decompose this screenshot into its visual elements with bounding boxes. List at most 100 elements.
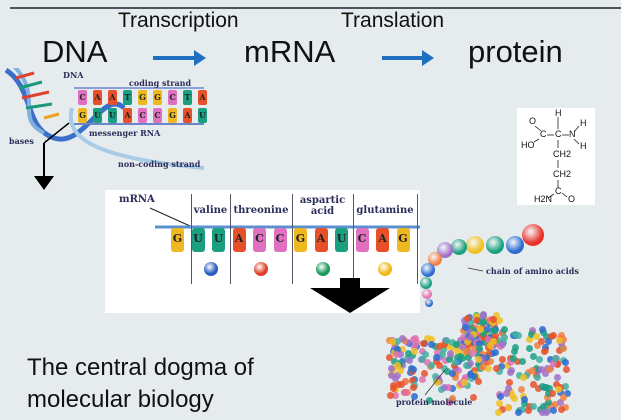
protein-bead	[452, 359, 460, 367]
protein-bead	[462, 362, 470, 370]
protein-bead	[557, 406, 565, 414]
protein-bead	[490, 326, 498, 334]
protein-bead	[449, 370, 457, 378]
coding-base: C	[78, 90, 87, 105]
protein-bead	[418, 356, 426, 364]
mrna-base: G	[168, 108, 177, 123]
protein-bead	[425, 396, 433, 404]
atom-c: C	[555, 186, 562, 196]
protein-bead	[506, 378, 514, 386]
mrna-base: U	[108, 108, 117, 123]
down-arrow-icon	[310, 278, 390, 313]
coding-base: G	[153, 90, 162, 105]
codon-base: G	[171, 228, 184, 252]
protein-bead	[515, 409, 523, 417]
protein-bead	[439, 351, 447, 359]
protein-bead	[410, 344, 418, 352]
mrna-base: G	[78, 108, 87, 123]
protein-bead	[390, 384, 398, 392]
protein-bead	[559, 335, 567, 343]
protein-bead	[535, 355, 543, 363]
protein-bead	[558, 339, 566, 347]
protein-bead	[529, 381, 537, 389]
protein-bead	[542, 408, 550, 416]
protein-bead	[548, 402, 556, 410]
atom-h: H	[580, 118, 587, 128]
bases-text: bases	[9, 136, 34, 146]
atom-c: C	[540, 129, 547, 139]
protein-bead	[494, 337, 502, 345]
protein-bead	[404, 338, 412, 346]
atom-ch2: CH2	[553, 169, 572, 179]
glutamine-structure: O C C H N H H HO CH2 CH2 C H2N O	[517, 108, 595, 205]
protein-bead	[510, 347, 518, 355]
protein-bead	[486, 342, 494, 350]
coding-base: T	[123, 90, 132, 105]
protein-molecule-text: protein molecule	[396, 397, 473, 407]
protein-bead	[412, 338, 420, 346]
protein-bead	[491, 332, 499, 340]
protein-bead	[394, 361, 402, 369]
protein-bead	[504, 403, 512, 411]
protein-bead	[556, 398, 564, 406]
protein-bead	[461, 375, 469, 383]
protein-bead	[474, 355, 482, 363]
protein-bead	[455, 343, 463, 351]
amino-acid-name: glutamine	[356, 205, 414, 216]
protein-bead	[421, 370, 429, 378]
protein-bead	[519, 358, 527, 365]
protein-bead	[562, 365, 570, 373]
protein-bead	[401, 377, 409, 385]
caption-line-2: molecular biology	[27, 386, 214, 413]
protein-bead	[462, 348, 470, 356]
protein-bead	[443, 367, 451, 375]
protein-bead	[409, 336, 417, 343]
protein-bead	[526, 344, 534, 352]
coding-base: A	[93, 90, 102, 105]
coding-base: A	[198, 90, 207, 105]
protein-bead	[410, 393, 418, 401]
protein-bead	[546, 366, 554, 374]
protein-bead	[520, 399, 528, 407]
amino-acid-ball	[437, 242, 453, 258]
codon-divider	[292, 194, 293, 284]
protein-bead	[440, 341, 448, 349]
structure-bonds	[533, 117, 580, 199]
protein-bead	[499, 355, 507, 363]
dna-helix-icon	[4, 68, 205, 190]
protein-bead	[551, 354, 559, 362]
protein-bead	[504, 384, 512, 392]
protein-bead	[406, 356, 414, 364]
protein-bead	[553, 380, 561, 388]
protein-bead	[484, 336, 492, 344]
protein-bead	[474, 378, 482, 386]
protein-bead	[509, 391, 517, 399]
chain-of-amino-acids-text: chain of amino acids	[486, 266, 579, 276]
protein-bead	[446, 398, 454, 406]
codon-divider	[353, 194, 354, 284]
protein-figure: chain of amino acids protein molecule	[380, 215, 621, 420]
transcription-arrow-icon	[153, 50, 206, 66]
protein-bead	[445, 356, 453, 364]
protein-bead	[527, 330, 535, 338]
protein-bead	[399, 345, 407, 353]
protein-bead	[490, 338, 498, 346]
protein-bead	[433, 357, 441, 365]
codon-base: A	[232, 228, 246, 252]
protein-pointers	[424, 267, 484, 396]
protein-bead	[479, 310, 487, 318]
protein-bead	[409, 383, 417, 391]
codon-base: G	[396, 228, 410, 252]
protein-bead	[497, 362, 505, 370]
amino-acid-ball	[428, 252, 442, 266]
protein-bead	[471, 372, 479, 380]
non-coding-strand-text: non-coding strand	[118, 159, 201, 169]
protein-bead	[469, 349, 477, 357]
protein-bead	[495, 368, 503, 376]
transcription-label: Transcription	[118, 9, 239, 32]
protein-bead	[520, 395, 528, 403]
protein-bead	[487, 357, 495, 365]
codon-base: A	[314, 228, 328, 252]
protein-bead	[456, 336, 464, 344]
protein-bead	[418, 375, 426, 383]
